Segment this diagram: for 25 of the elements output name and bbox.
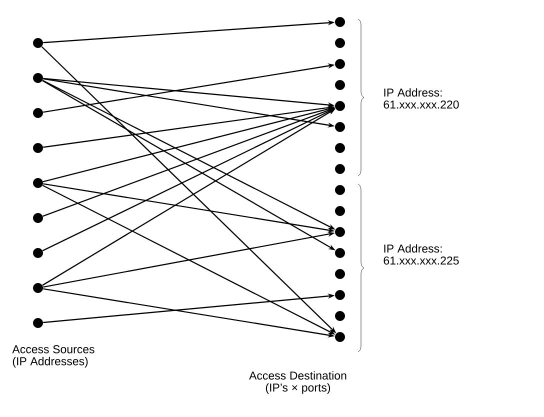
dot bbox=[335, 269, 345, 279]
dot bbox=[33, 282, 43, 293]
label-text: Access Destination (IP’s × ports) bbox=[249, 371, 346, 394]
dot bbox=[33, 38, 43, 48]
dot bbox=[33, 73, 43, 83]
dot bbox=[335, 164, 345, 174]
dot bbox=[335, 206, 345, 216]
dot bbox=[33, 143, 43, 153]
dot bbox=[33, 248, 43, 258]
dot bbox=[335, 17, 345, 27]
label-text: IP Address: 61.xxx.xxx.220 bbox=[384, 88, 459, 109]
dot bbox=[33, 213, 43, 223]
dot bbox=[335, 143, 345, 153]
dot bbox=[335, 80, 345, 90]
dot bbox=[335, 185, 345, 195]
label-text: Access Sources (IP Addresses) bbox=[12, 345, 94, 368]
dot bbox=[335, 311, 345, 321]
dot bbox=[335, 59, 345, 69]
dot bbox=[335, 38, 345, 48]
label-text: IP Address: 61.xxx.xxx.225 bbox=[384, 244, 459, 265]
dot bbox=[335, 290, 345, 300]
dot bbox=[33, 108, 43, 118]
dot bbox=[33, 318, 43, 328]
dot bbox=[33, 178, 43, 188]
dot bbox=[335, 248, 345, 258]
